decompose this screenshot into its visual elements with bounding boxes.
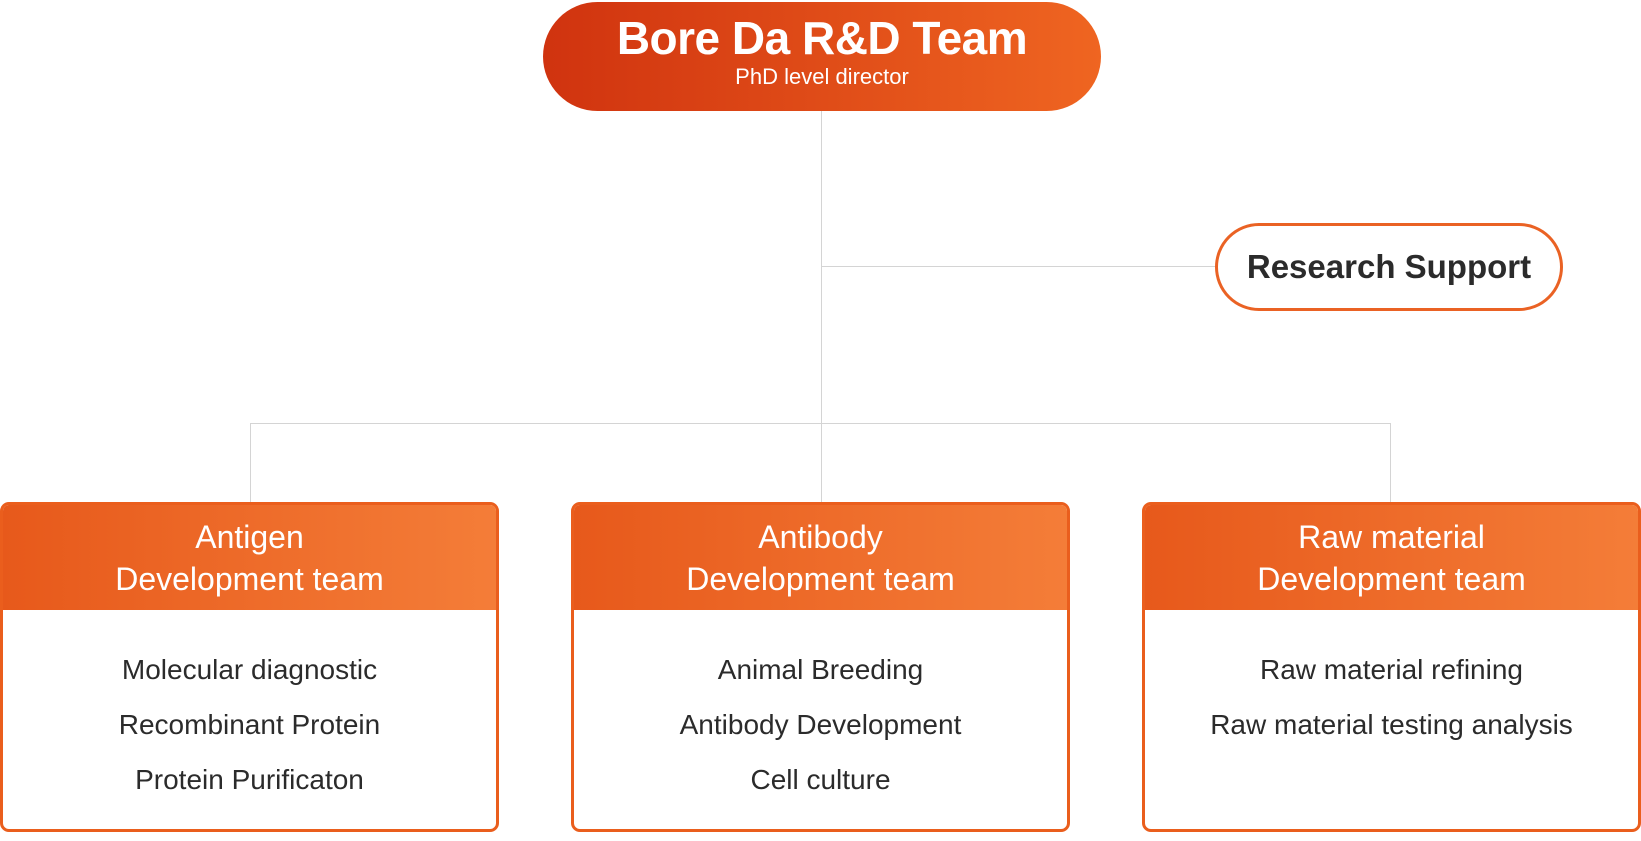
connector-vertical-main (821, 111, 822, 502)
list-item: Protein Purificaton (135, 764, 364, 795)
team-items: Animal Breeding Antibody Development Cel… (574, 610, 1067, 807)
team-raw-material: Raw material Development team Raw materi… (1142, 502, 1641, 832)
list-item: Molecular diagnostic (121, 654, 378, 685)
team-antigen: Antigen Development team Molecular diagn… (0, 502, 499, 832)
team-title-line1: Antigen (195, 518, 304, 555)
list-item: Cell culture (750, 764, 891, 795)
research-support-label: Research Support (1246, 248, 1532, 285)
list-item: Recombinant Protein (118, 709, 381, 740)
connector-horizontal-teams (250, 423, 1391, 424)
connector-right-team (1390, 423, 1391, 502)
team-items: Raw material refining Raw material testi… (1145, 610, 1638, 752)
team-title-line1: Antibody (758, 518, 883, 555)
connector-support (822, 266, 1216, 267)
director-subtitle: PhD level director (735, 64, 909, 89)
team-header: Raw material Development team (1145, 505, 1638, 610)
team-title-line2: Development team (686, 560, 955, 597)
list-item: Animal Breeding (717, 654, 924, 685)
team-title-line2: Development team (115, 560, 384, 597)
connector-left-team (250, 423, 251, 502)
director-node: Bore Da R&D Team PhD level director (543, 2, 1101, 111)
team-header: Antigen Development team (3, 505, 496, 610)
director-title: Bore Da R&D Team (616, 12, 1028, 64)
team-title-line1: Raw material (1298, 518, 1485, 555)
team-items: Molecular diagnostic Recombinant Protein… (3, 610, 496, 807)
list-item: Raw material refining (1260, 654, 1523, 685)
team-title-line2: Development team (1257, 560, 1526, 597)
list-item: Raw material testing analysis (1210, 709, 1573, 740)
team-antibody: Antibody Development team Animal Breedin… (571, 502, 1070, 832)
list-item: Antibody Development (679, 709, 962, 740)
team-header: Antibody Development team (574, 505, 1067, 610)
research-support-node: Research Support (1215, 223, 1563, 311)
